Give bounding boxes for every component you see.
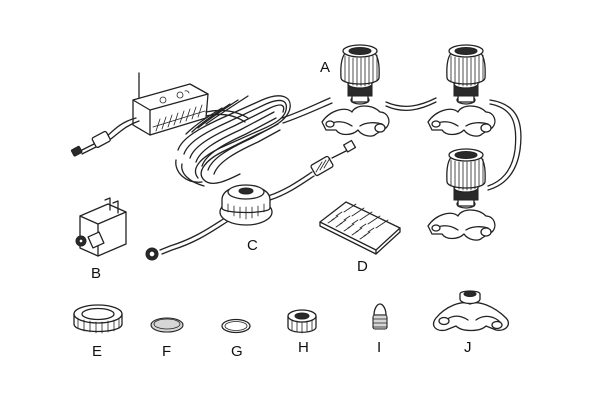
label-d: D — [357, 258, 368, 275]
lens-disc-f — [150, 317, 184, 333]
cable-a1-a2 — [385, 97, 437, 108]
label-b: B — [91, 265, 101, 282]
cable-a2-a3-b — [487, 103, 517, 187]
label-j: J — [464, 339, 472, 356]
label-c: C — [247, 237, 258, 254]
spotlight-a3 — [427, 148, 496, 241]
label-i: I — [377, 339, 381, 356]
label-h: H — [298, 339, 309, 356]
base-stand-j — [432, 290, 510, 332]
label-f: F — [162, 343, 171, 360]
cap-ring-e — [73, 304, 123, 334]
nut-h — [287, 309, 317, 334]
cable-a1-a2-b — [385, 101, 437, 112]
bulb-i — [372, 303, 388, 330]
remote-control-d — [319, 201, 401, 255]
transformer-unit — [70, 72, 249, 157]
spotlight-a2 — [427, 44, 496, 137]
label-e: E — [92, 343, 102, 360]
spotlight-a1 — [321, 44, 390, 137]
o-ring-g — [221, 318, 251, 334]
plug-transformer-b — [75, 197, 127, 257]
label-g: G — [231, 343, 243, 360]
label-a: A — [320, 59, 330, 76]
splitter-hub-c — [145, 139, 357, 261]
cable-a2-a3 — [487, 99, 522, 191]
cable-coil — [175, 95, 333, 187]
